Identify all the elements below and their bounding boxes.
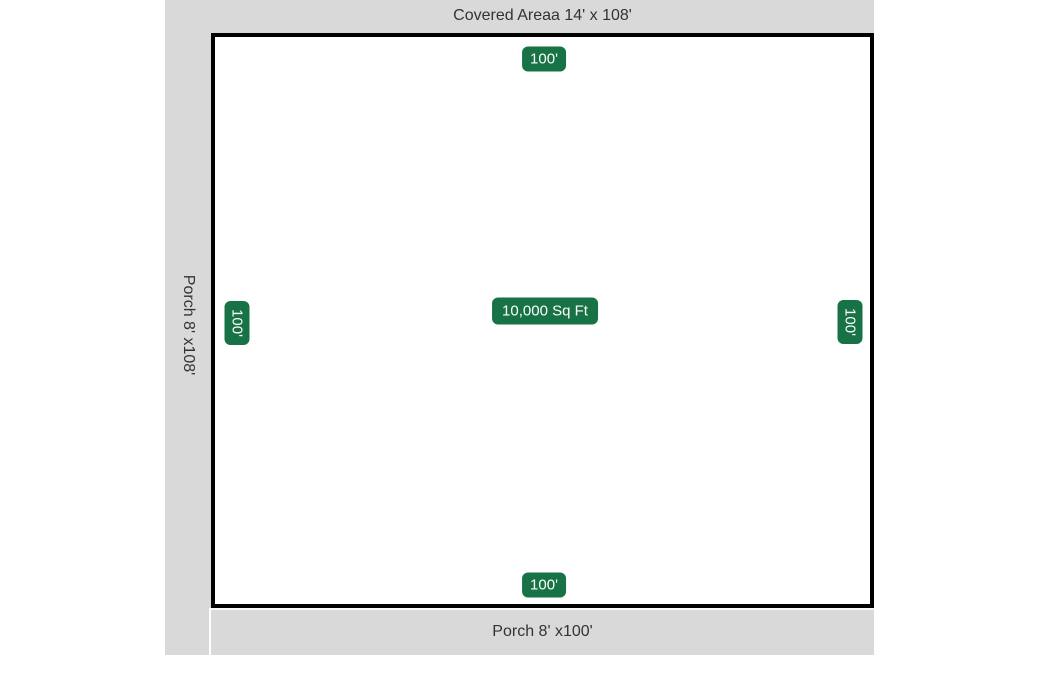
dimension-badge-top: 100' [522,46,566,72]
building-area-badge: 10,000 Sq Ft [492,297,598,325]
porch-seam-horizontal [211,608,874,610]
dimension-badge-right: 100' [837,300,863,344]
left-porch-label: Porch 8' x108' [180,274,197,376]
dimension-badge-bottom: 100' [522,572,566,598]
dimension-badge-left: 100' [224,301,250,345]
covered-area-label: Covered Areaa 14' x 108' [453,6,632,24]
left-porch-strip: Porch 8' x108' [165,0,211,655]
porch-area-background: Covered Areaa 14' x 108' Porch 8' x108' … [165,0,874,655]
porch-seam-vertical [209,608,211,655]
building-outline: 100' 100' 100' 100' 10,000 Sq Ft [211,33,874,608]
bottom-porch-label: Porch 8' x100' [492,622,593,640]
